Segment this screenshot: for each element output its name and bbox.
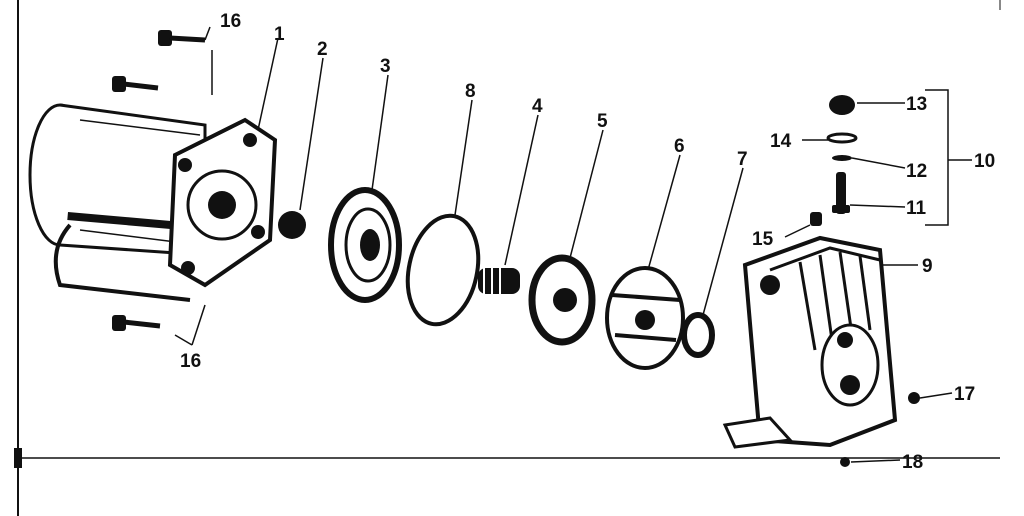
- callout-4: 4: [532, 96, 543, 117]
- callout-18: 18: [902, 452, 923, 473]
- callout-14: 14: [770, 131, 792, 152]
- leader-lines: [174, 26, 972, 463]
- callout-11: 11: [906, 198, 927, 219]
- callout-5: 5: [597, 111, 608, 132]
- callout-3: 3: [380, 56, 391, 77]
- diffuser-part-6: [605, 266, 685, 370]
- wear-ring-part-7: [681, 312, 715, 358]
- seal-part-2: [278, 211, 306, 239]
- motor: [28, 103, 278, 302]
- callout-10: 10: [974, 151, 995, 172]
- spring-seal-part-4: [478, 268, 520, 294]
- washer-part-12: [832, 155, 852, 161]
- callout-1: 1: [274, 24, 285, 45]
- washer-part-14: [826, 132, 858, 144]
- part-17: [908, 392, 920, 404]
- callout-labels: 16 1 2 3 8 4 5 6 7 13 14 12 10 11 15 9 1…: [180, 11, 995, 473]
- callout-6: 6: [674, 136, 685, 157]
- frame-lines: [14, 0, 1001, 516]
- impeller-part-5: [528, 254, 596, 346]
- stem-part-11: [832, 172, 850, 214]
- screw-16-bottom: [112, 315, 161, 331]
- o-ring-part-8: [405, 213, 481, 327]
- screw-16-upper-left: [112, 76, 159, 92]
- callout-16-top: 16: [220, 11, 241, 32]
- plug-part-15: [810, 212, 822, 226]
- callout-7: 7: [737, 149, 748, 170]
- callout-12: 12: [906, 161, 927, 182]
- seal-plate-part-3: [328, 187, 402, 303]
- callout-2: 2: [317, 39, 328, 60]
- cap-part-13: [829, 95, 855, 115]
- callout-9: 9: [922, 256, 933, 277]
- callout-8: 8: [465, 81, 476, 102]
- callout-16-bottom: 16: [180, 351, 201, 372]
- callout-13: 13: [906, 94, 927, 115]
- callout-17: 17: [954, 384, 975, 405]
- part-18: [840, 457, 850, 467]
- screw-16-top: [158, 30, 206, 46]
- callout-15: 15: [752, 229, 774, 250]
- pump-housing-part-9: [722, 235, 898, 449]
